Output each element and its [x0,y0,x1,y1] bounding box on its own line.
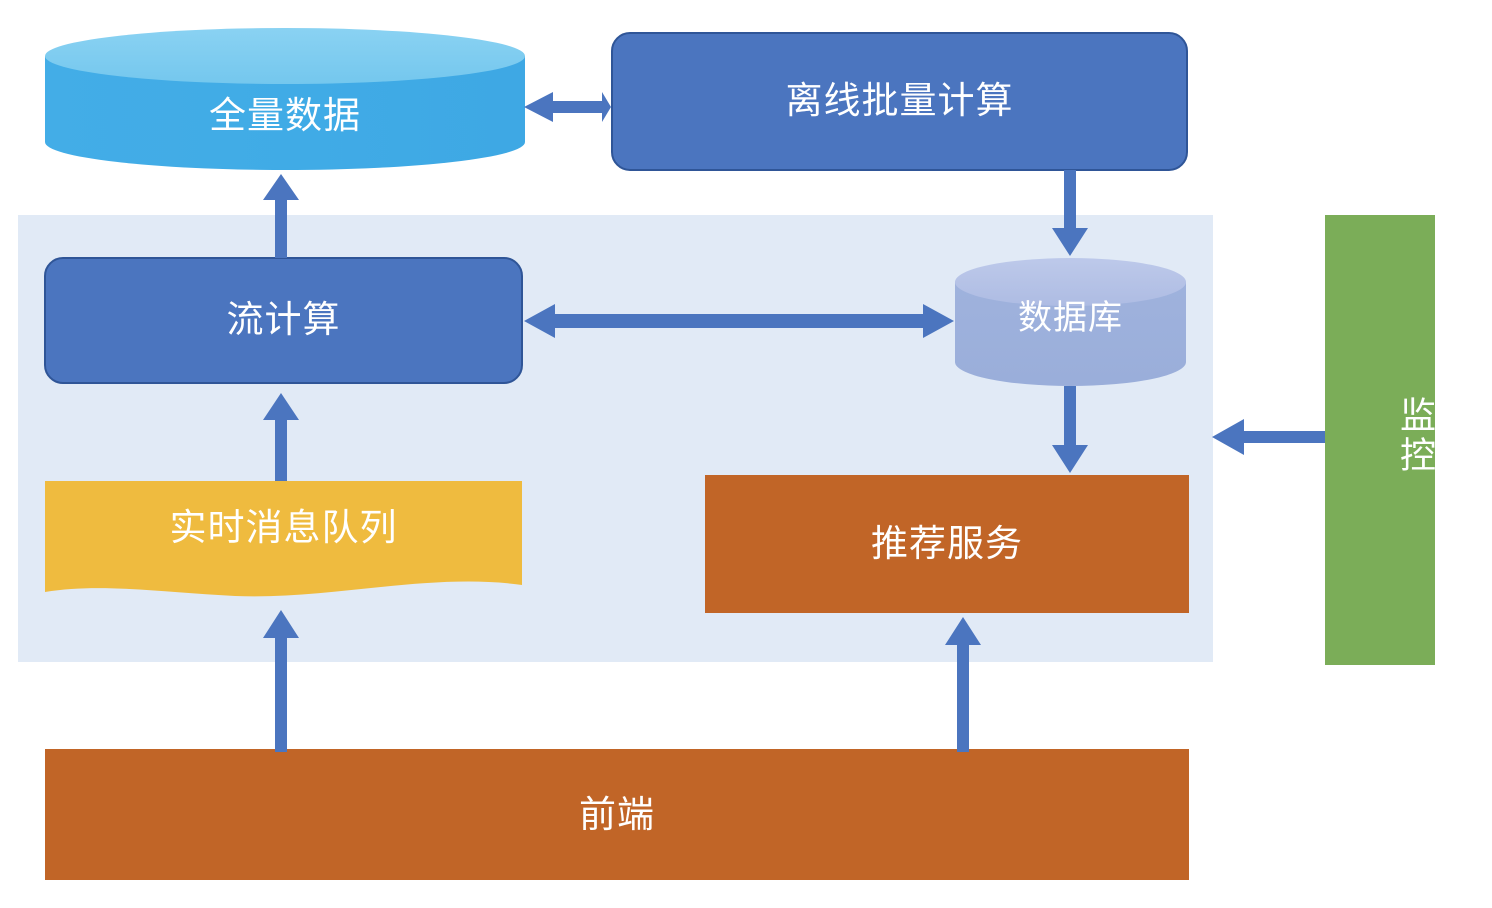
node-offline-batch-compute[interactable] [611,32,1188,171]
node-frontend[interactable] [45,749,1189,880]
edge-full-data-offline [524,92,611,122]
node-monitoring[interactable] [1325,215,1435,665]
node-database[interactable] [955,258,1186,386]
node-hit-frontend[interactable] [45,749,1189,880]
node-hit-full-data[interactable] [45,28,525,170]
edge-offline-to-database [1052,170,1088,256]
node-hit-offline-batch-compute[interactable] [612,33,1187,170]
node-hit-stream-compute[interactable] [45,258,522,383]
node-hit-database[interactable] [955,258,1186,386]
node-hit-realtime-message-queue[interactable] [45,481,522,599]
edge-stream-to-full-data [263,174,299,258]
edge-queue-to-stream [263,393,299,481]
node-hit-monitoring[interactable] [1325,215,1435,665]
edge-frontend-to-queue [263,610,299,752]
edge-monitoring-to-panel [1212,419,1325,455]
edge-database-to-recommend [1052,386,1088,473]
node-realtime-message-queue[interactable] [45,481,522,597]
node-full-data[interactable] [45,28,525,170]
edge-stream-database [524,304,954,338]
node-hit-recommend-service[interactable] [705,475,1189,613]
edge-frontend-to-recommend [945,617,981,752]
node-recommend-service[interactable] [705,475,1189,613]
